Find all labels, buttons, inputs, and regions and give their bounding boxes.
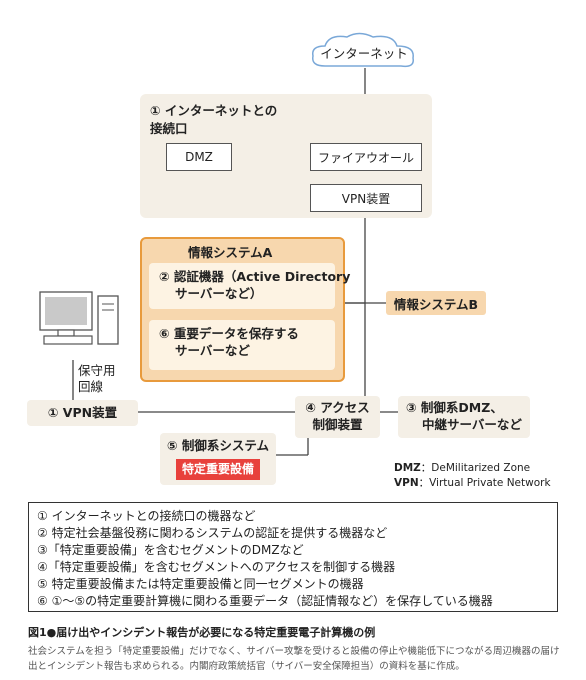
cloud-icon xyxy=(312,32,414,68)
access-control-box: ④ アクセス 制御装置 xyxy=(295,396,380,438)
firewall-label: ファイアウオール xyxy=(317,150,414,165)
abbr-dmz-desc: ：DeMilitarized Zone xyxy=(420,462,531,474)
data-server-line1: ⑥ 重要データを保存する xyxy=(159,326,299,341)
figure-caption-body-line1: 社会システムを担う「特定重要設備」だけでなく、サイバー攻撃を受けると設備の停止や… xyxy=(28,646,560,657)
auth-device-line2: サーバーなど） xyxy=(175,285,263,301)
legend-box: ① インターネットとの接続口の機器など ② 特定社会基盤役務に関わるシステムの認… xyxy=(28,502,558,612)
internet-label: インターネット xyxy=(320,46,408,61)
maintenance-line-label1: 保守用 xyxy=(78,363,116,378)
figure-caption-title: 図1●届け出やインシデント報告が必要になる特定重要電子計算機の例 xyxy=(28,626,376,639)
data-server-box: ⑥ 重要データを保存する サーバーなど xyxy=(149,320,335,370)
vpn-device-box: ① VPN装置 xyxy=(27,400,138,426)
auth-device-box: ② 認証機器（Active Directory サーバーなど） xyxy=(149,263,351,309)
dmz-box: DMZ xyxy=(166,143,232,171)
legend-item-1: ① インターネットとの接続口の機器など xyxy=(37,509,256,523)
internet-cloud: インターネット xyxy=(305,30,423,74)
legend-item-2: ② 特定社会基盤役務に関わるシステムの認証を提供する機器など xyxy=(37,526,388,540)
gateway-title-line1: ① インターネットとの xyxy=(150,103,278,118)
system-a-title: 情報システムA xyxy=(188,245,273,260)
legend-item-4: ④「特定重要設備」を含むセグメントへのアクセスを制御する機器 xyxy=(37,560,396,574)
figure-caption-body-line2: 出とインシデント報告も求められる。内閣府政策統括官（サイバー安全保障担当）の資料… xyxy=(28,661,465,672)
control-dmz-line2: 中継サーバーなど xyxy=(422,417,522,432)
dmz-label: DMZ xyxy=(185,150,213,164)
abbr-vpn-key: VPN xyxy=(394,477,419,489)
computer-icon xyxy=(39,291,119,345)
control-dmz-line1: ③ 制御系DMZ、 xyxy=(406,400,503,416)
abbr-dmz-key: DMZ xyxy=(394,462,421,474)
abbreviation-dmz: DMZ：DeMilitarized Zone xyxy=(394,460,530,475)
system-b-label: 情報システムB xyxy=(393,296,479,312)
gateway-title-line2: 接続口 xyxy=(150,121,188,136)
auth-device-line1: ② 認証機器（Active Directory xyxy=(159,269,351,284)
data-server-line2: サーバーなど xyxy=(175,342,250,358)
control-dmz-box: ③ 制御系DMZ、 中継サーバーなど xyxy=(398,396,530,438)
legend-item-6: ⑥ ①〜⑤の特定重要計算機に関わる重要データ（認証情報など）を保存している機器 xyxy=(37,594,493,608)
control-system-label: ⑤ 制御系システム xyxy=(166,438,270,454)
access-control-line1: ④ アクセス xyxy=(305,400,370,416)
critical-facility-tag: 特定重要設備 xyxy=(175,459,260,480)
system-b-box: 情報システムB xyxy=(386,291,486,315)
maintenance-pc xyxy=(38,290,122,350)
abbreviation-vpn: VPN：Virtual Private Network xyxy=(394,475,551,490)
control-system-box: ⑤ 制御系システム 特定重要設備 xyxy=(160,433,276,485)
vpn-label: VPN装置 xyxy=(341,191,391,206)
firewall-box: ファイアウオール xyxy=(310,143,422,171)
vpn-device-label: ① VPN装置 xyxy=(47,404,118,420)
access-control-line2: 制御装置 xyxy=(312,417,363,432)
vpn-box: VPN装置 xyxy=(310,184,422,212)
maintenance-line-label2: 回線 xyxy=(78,379,104,394)
legend-item-3: ③「特定重要設備」を含むセグメントのDMZなど xyxy=(37,543,304,557)
legend-item-5: ⑤ 特定重要設備または特定重要設備と同一セグメントの機器 xyxy=(37,577,364,591)
abbr-vpn-desc: ：Virtual Private Network xyxy=(418,477,551,489)
